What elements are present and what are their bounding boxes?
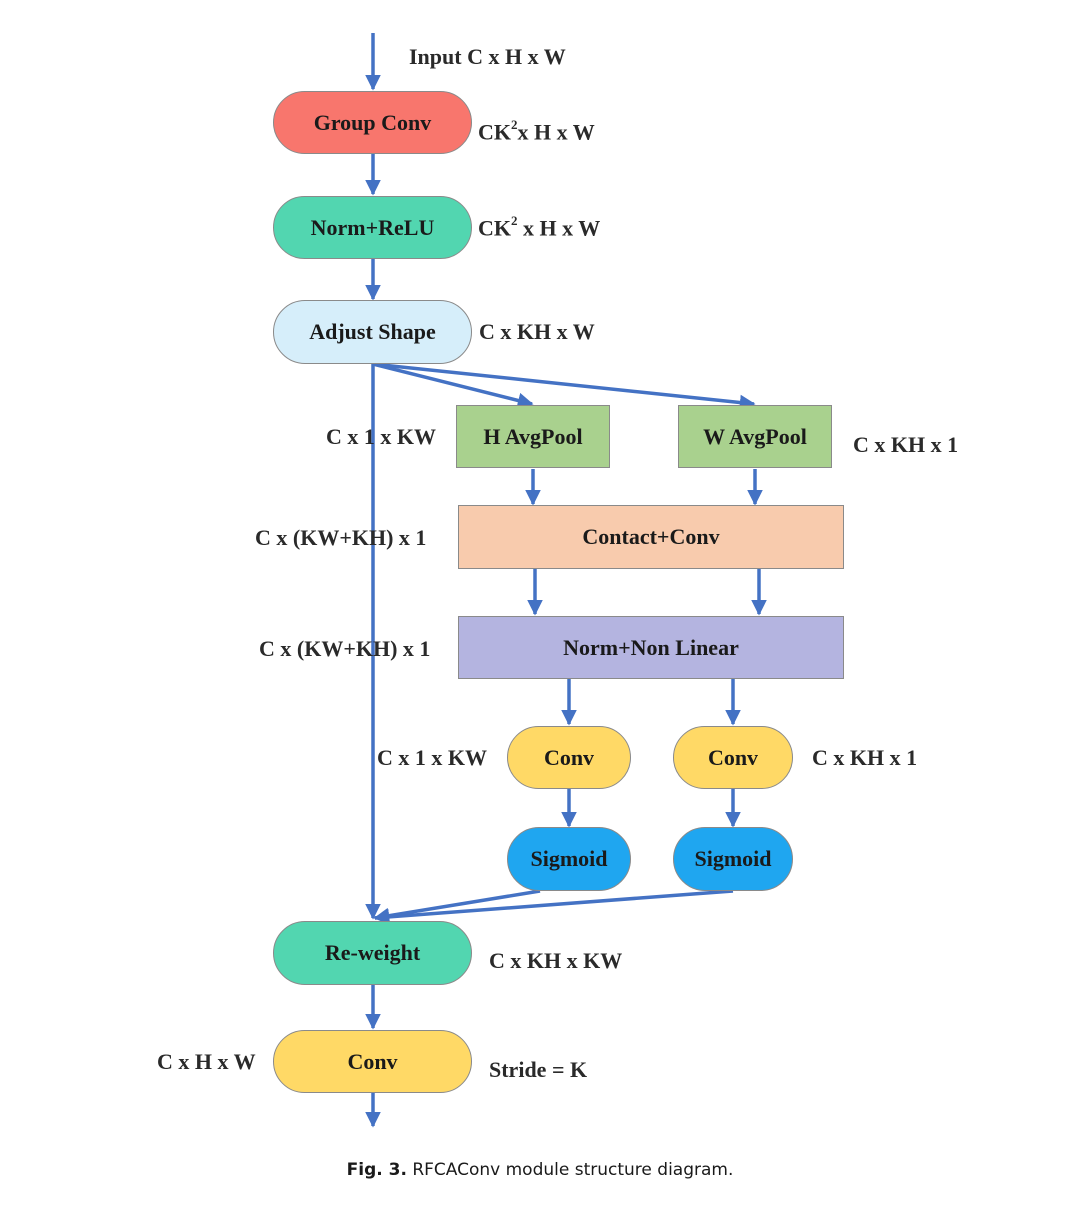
- arrow-sigmoid-left-to-reweight: [373, 889, 541, 924]
- sigmoid-right-node: Sigmoid: [673, 827, 793, 891]
- conv-left-dim-label: C x 1 x KW: [377, 745, 487, 770]
- norm-nonlinear-node: Norm+Non Linear: [458, 616, 844, 679]
- arrows: [365, 33, 767, 1128]
- norm-relu-dim-pre: CK: [478, 215, 511, 241]
- norm-relu-dim-sup: 2: [511, 213, 518, 228]
- figure-caption: Fig. 3. RFCAConv module structure diagra…: [0, 1160, 1080, 1180]
- conv-final-left-label: C x H x W: [157, 1049, 256, 1074]
- input-label: Input C x H x W: [409, 44, 566, 69]
- adjust-shape-dim-label: C x KH x W: [479, 319, 595, 344]
- h-pool-dim-label: C x 1 x KW: [326, 424, 436, 449]
- arrow-sigmoid-right-to-reweight: [373, 889, 734, 925]
- conv-final-node: Conv: [273, 1030, 472, 1093]
- conv-left-node: Conv: [507, 726, 631, 789]
- sigmoid-left-node: Sigmoid: [507, 827, 631, 891]
- conv-right-dim-label: C x KH x 1: [812, 745, 918, 770]
- group-conv-dim-pre: CK: [478, 119, 511, 145]
- w-avgpool-node: W AvgPool: [678, 405, 832, 468]
- figure-number: Fig. 3.: [346, 1160, 407, 1180]
- norm-relu-dim-post: x H x W: [517, 215, 601, 241]
- arrow-adjust-shape-to-w-avgpool: [372, 362, 756, 411]
- norm-relu-node: Norm+ReLU: [273, 196, 472, 259]
- arrow-adjust-shape-to-h-avgpool: [372, 362, 534, 409]
- group-conv-node: Group Conv: [273, 91, 472, 154]
- reweight-node: Re-weight: [273, 921, 472, 985]
- norm-nonlinear-dim-label: C x (KW+KH) x 1: [259, 636, 431, 661]
- adjust-shape-node: Adjust Shape: [273, 300, 472, 364]
- group-conv-dim-label: CK2x H x W: [478, 117, 595, 145]
- conv-final-right-label: Stride = K: [489, 1057, 588, 1082]
- w-pool-dim-label: C x KH x 1: [853, 432, 959, 457]
- group-conv-dim-post: x H x W: [517, 119, 595, 145]
- figure-caption-text: RFCAConv module structure diagram.: [412, 1160, 734, 1180]
- conv-right-node: Conv: [673, 726, 793, 789]
- h-avgpool-node: H AvgPool: [456, 405, 610, 468]
- reweight-dim-label: C x KH x KW: [489, 948, 623, 973]
- group-conv-dim-sup: 2: [511, 117, 518, 132]
- norm-relu-dim-label: CK2 x H x W: [478, 213, 601, 241]
- contact-conv-node: Contact+Conv: [458, 505, 844, 569]
- contact-dim-label: C x (KW+KH) x 1: [255, 525, 427, 550]
